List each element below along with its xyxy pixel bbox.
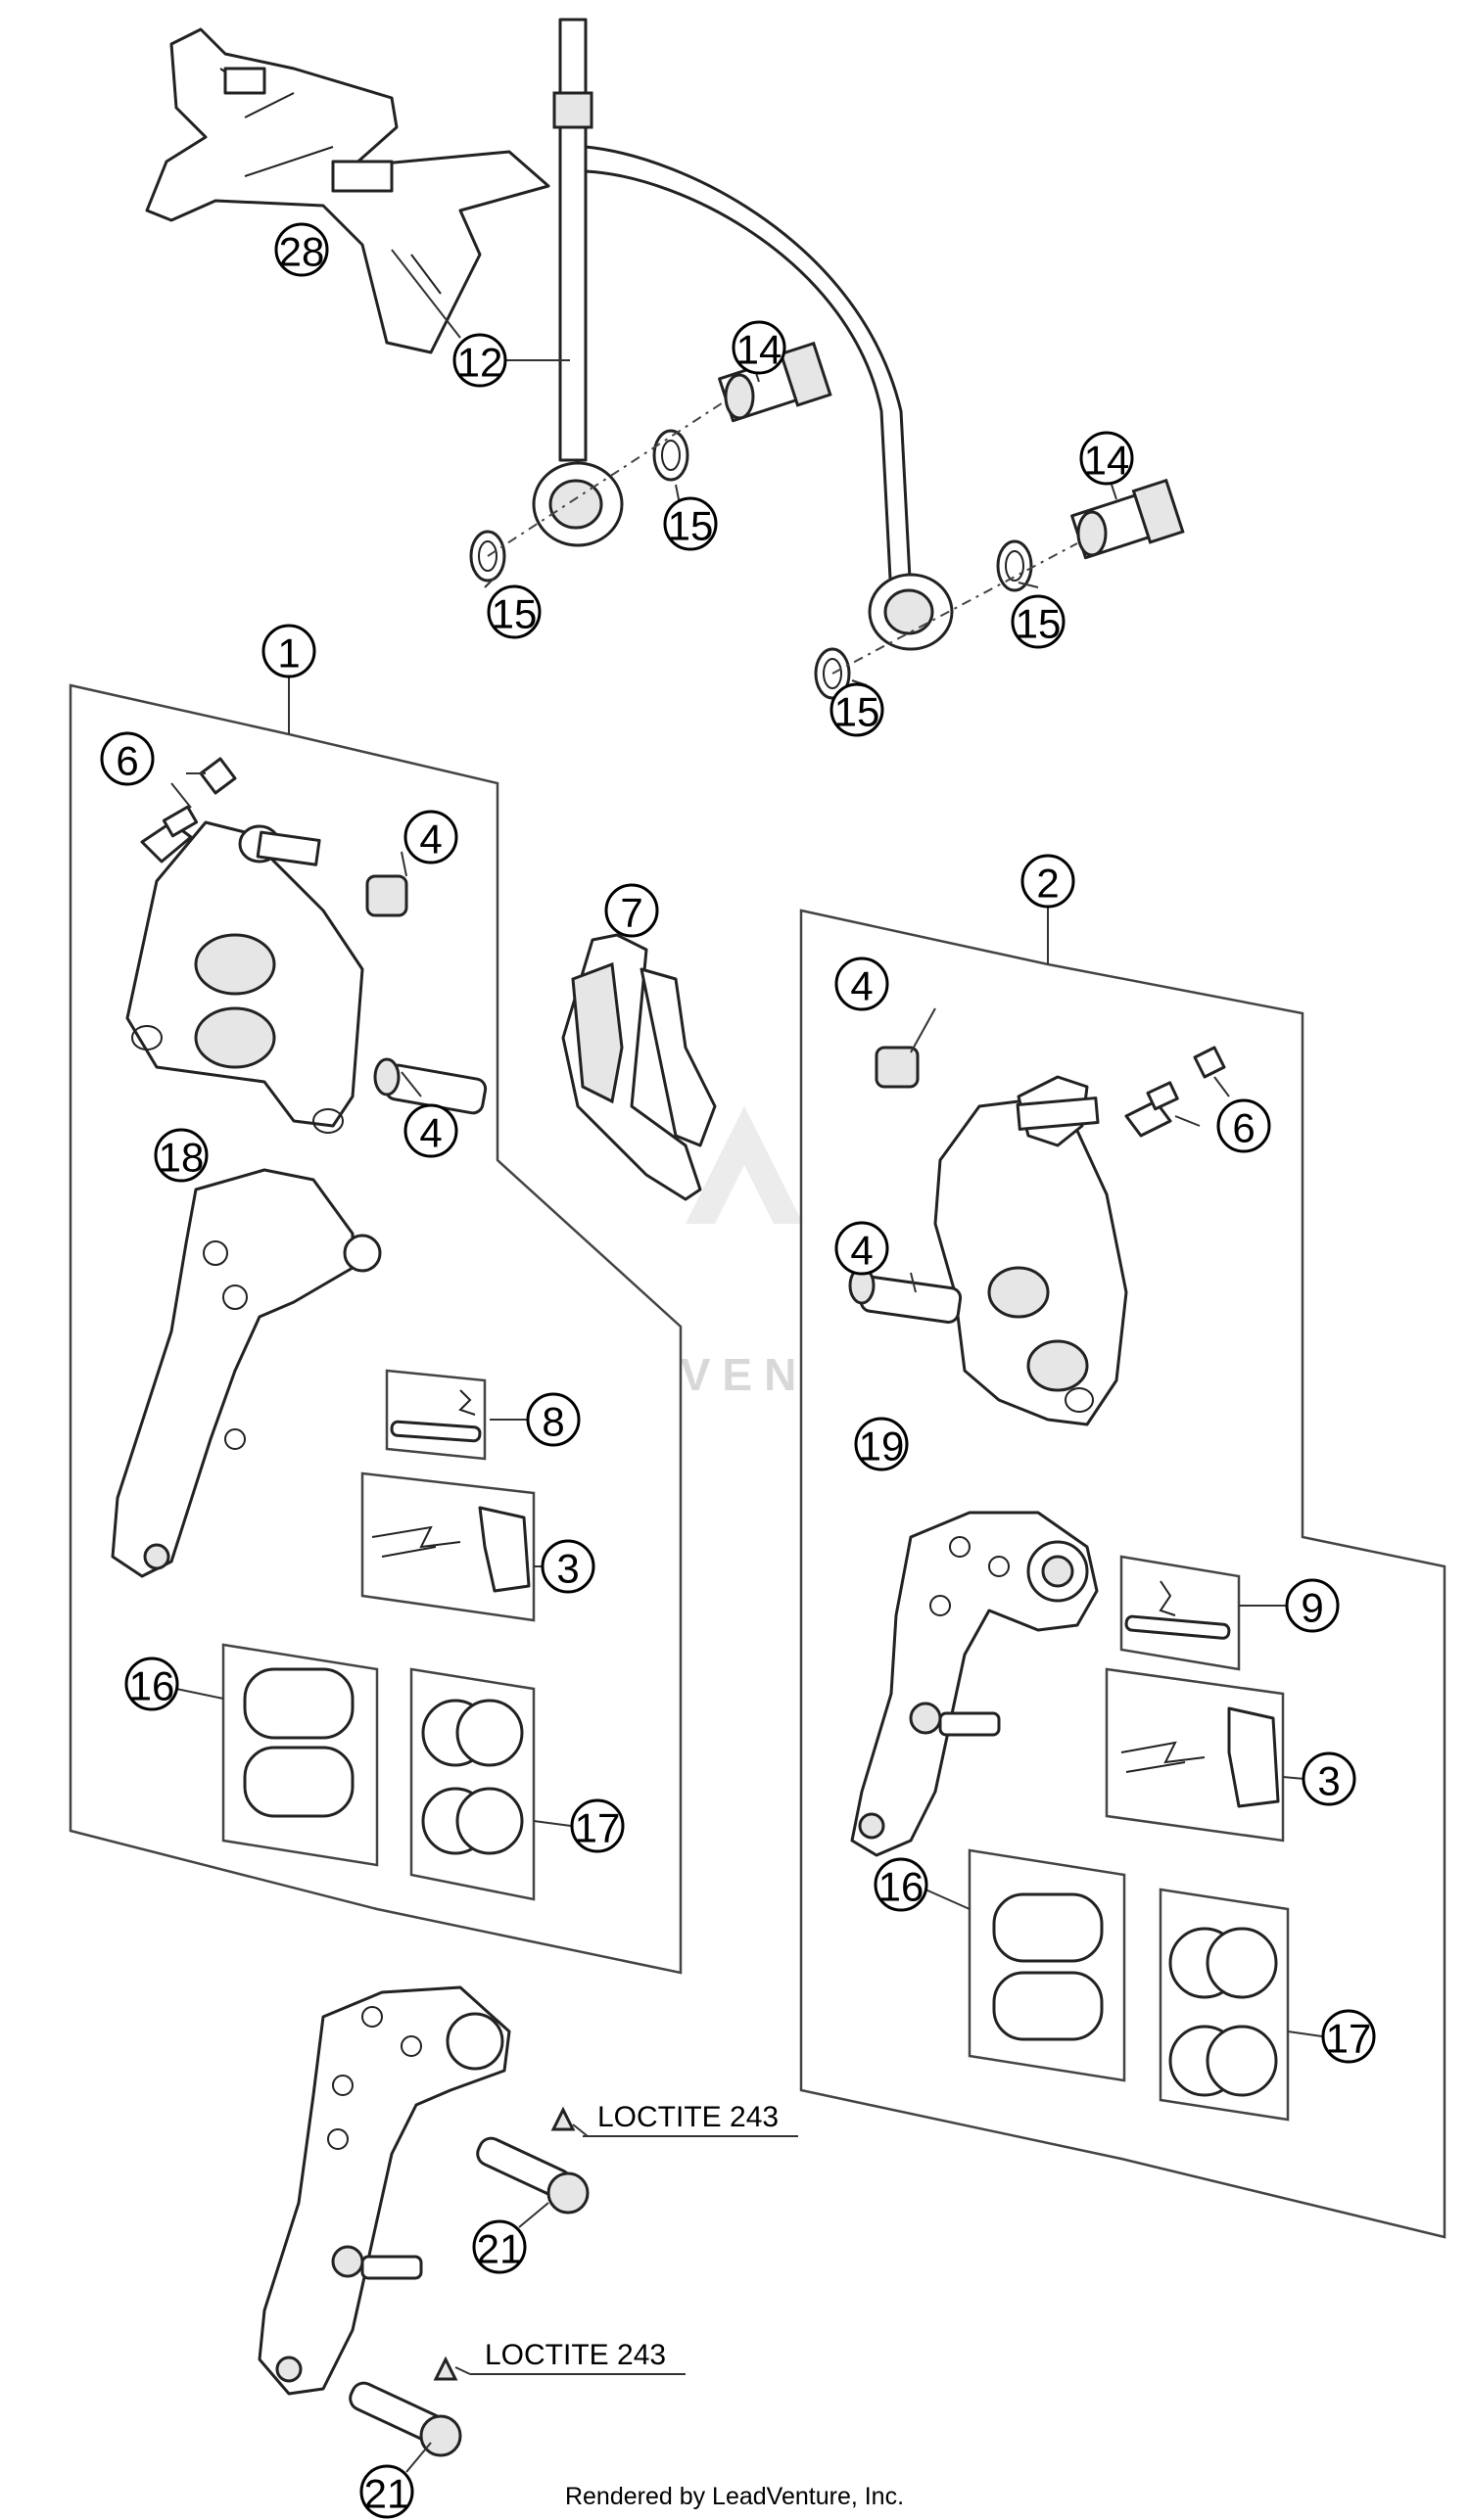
svg-text:18: 18 [159,1135,205,1181]
svg-text:16: 16 [129,1663,175,1709]
svg-text:2: 2 [1036,861,1059,907]
callout-2: 2 [1020,854,1075,909]
callout-4-left-top: 4 [403,810,458,864]
loctite-note-upper: LOCTITE 243 [572,2101,798,2137]
callout-16-left: 16 [124,1657,179,1711]
svg-text:15: 15 [492,591,538,637]
bushing-4-left-top [365,874,408,917]
banjo-bolt-14-right [1070,478,1185,560]
guide-pin-4-left [373,1057,488,1115]
callout-18: 18 [154,1128,209,1183]
guide-pin-4-right [848,1266,963,1324]
banjo-bolt-14-left [718,341,832,423]
callout-6-left: 6 [100,731,155,786]
svg-text:6: 6 [116,738,138,784]
svg-text:6: 6 [1232,1105,1255,1151]
svg-text:4: 4 [419,1110,442,1156]
callout-9: 9 [1285,1578,1340,1633]
callout-4-right-mid: 4 [834,1221,889,1276]
bleeder-screw-6-left [140,757,237,863]
spring-kit-box-3-right [1105,1667,1285,1843]
callout-21-lower: 21 [359,2464,414,2519]
svg-text:7: 7 [620,890,642,936]
svg-text:21: 21 [477,2226,523,2272]
screw-21-lower [349,2356,462,2457]
screw-21-upper [476,2106,590,2215]
bleeder-screw-6-right [1124,1046,1230,1138]
svg-text:LOCTITE 243: LOCTITE 243 [597,2101,779,2133]
callout-19: 19 [854,1417,909,1471]
callout-21-upper: 21 [472,2219,527,2274]
callout-4-left-bottom: 4 [403,1103,458,1158]
callout-1: 1 [261,624,316,678]
callout-15-c: 15 [829,682,884,737]
svg-text:15: 15 [668,503,714,549]
svg-text:8: 8 [542,1399,564,1445]
svg-text:28: 28 [279,229,325,275]
callout-3-left: 3 [541,1539,595,1594]
callout-7: 7 [604,883,659,938]
svg-text:19: 19 [859,1423,905,1470]
svg-text:15: 15 [1016,601,1062,647]
pin-kit-box-8 [385,1369,487,1461]
svg-text:14: 14 [1084,438,1130,484]
caliper-support-18 [111,1168,382,1578]
pin-kit-box-9 [1119,1555,1241,1671]
seal-kit-box-17-left [409,1667,536,1901]
callout-16-right: 16 [874,1857,928,1912]
svg-text:4: 4 [419,817,442,863]
callout-15-b: 15 [663,496,718,551]
piston-box-16-left [221,1643,379,1867]
brake-caliper-left [125,820,364,1134]
callout-3-right: 3 [1302,1751,1356,1806]
callout-17-left: 17 [570,1798,625,1853]
callout-8: 8 [526,1392,581,1447]
svg-text:9: 9 [1301,1585,1323,1631]
svg-text:16: 16 [878,1864,924,1910]
callout-14-right: 14 [1079,431,1134,486]
svg-text:1: 1 [277,630,300,677]
footer-credit: Rendered by LeadVenture, Inc. [565,2483,904,2510]
callout-28: 28 [274,222,329,277]
callout-15-d: 15 [1011,594,1066,649]
piston-box-16-right [968,1848,1126,2082]
svg-text:4: 4 [850,1228,873,1274]
loctite-note-lower: LOCTITE 243 [454,2339,686,2375]
callout-12: 12 [452,333,507,388]
callout-15-a: 15 [487,584,542,639]
axis-lines [487,400,1078,675]
bushing-4-right-top [875,1046,920,1089]
callout-6-right: 6 [1216,1098,1271,1153]
svg-text:17: 17 [1326,2016,1372,2062]
spring-kit-box-3-left [360,1471,536,1622]
svg-text:21: 21 [364,2471,410,2517]
caliper-support-bottom [258,1985,511,2396]
brake-pads-7 [561,933,717,1201]
svg-text:4: 4 [850,963,873,1009]
svg-text:17: 17 [575,1805,621,1851]
svg-text:3: 3 [1317,1758,1340,1804]
callout-17-right: 17 [1321,2009,1376,2064]
brake-caliper-right [933,1075,1128,1426]
brake-hose-holder-28 [145,27,550,354]
svg-text:15: 15 [834,689,880,735]
svg-text:12: 12 [457,340,503,386]
callout-4-right-top: 4 [834,957,889,1011]
caliper-support-19 [850,1511,1099,1857]
svg-text:3: 3 [556,1546,579,1592]
brake-line-12 [532,18,954,651]
callout-14-left: 14 [732,320,786,375]
svg-text:14: 14 [736,327,782,373]
svg-text:LOCTITE 243: LOCTITE 243 [485,2339,666,2371]
seal-kit-box-17-right [1159,1888,1290,2122]
